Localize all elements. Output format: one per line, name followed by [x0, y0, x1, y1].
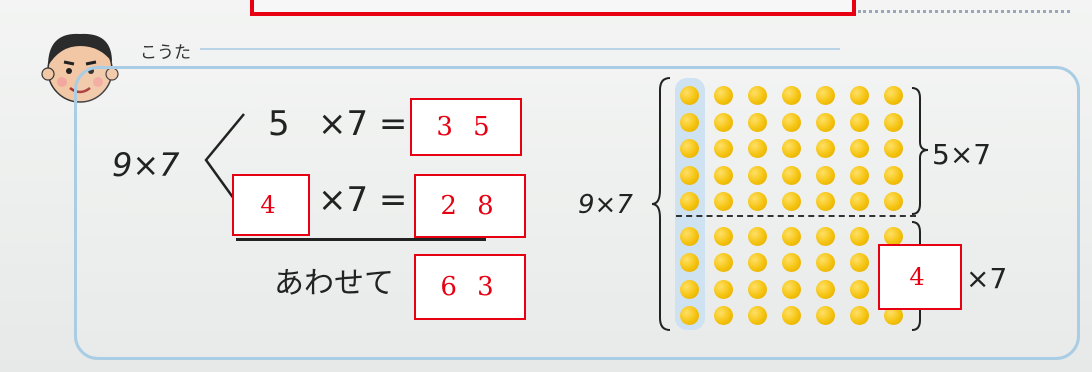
dot	[680, 226, 699, 246]
dot	[748, 226, 767, 246]
dot	[816, 253, 835, 272]
dot	[850, 192, 869, 211]
dot	[816, 139, 835, 158]
total-answer-box[interactable]: 6 3	[414, 254, 526, 320]
left-curly-brace-icon	[651, 77, 671, 331]
dot	[816, 306, 835, 325]
sum-underline	[236, 238, 486, 241]
dot	[884, 112, 903, 132]
dot	[884, 226, 903, 246]
dot	[714, 279, 733, 299]
dot	[884, 192, 903, 211]
dot	[748, 279, 767, 299]
dot	[748, 112, 767, 132]
dot	[782, 112, 801, 132]
dot	[816, 165, 835, 185]
dot	[748, 253, 767, 272]
dot	[782, 192, 801, 211]
diagram-whole-label: 9×7	[578, 190, 633, 220]
dot	[816, 112, 835, 132]
dot	[714, 253, 733, 272]
dot	[782, 279, 801, 299]
dot	[748, 192, 767, 211]
dot	[680, 165, 699, 185]
dot	[884, 139, 903, 158]
dot	[816, 226, 835, 246]
dot	[680, 139, 699, 158]
dot	[748, 86, 767, 105]
dot	[850, 226, 869, 246]
dot	[850, 279, 869, 299]
speaker-underline	[200, 48, 840, 50]
dot	[850, 306, 869, 325]
row2-multiplicand-box[interactable]: 4	[232, 174, 310, 236]
dot	[714, 226, 733, 246]
dot	[782, 165, 801, 185]
dot	[680, 86, 699, 105]
dot	[884, 86, 903, 105]
dot	[680, 279, 699, 299]
dot	[680, 306, 699, 325]
dot	[782, 86, 801, 105]
dot	[680, 112, 699, 132]
dot	[714, 306, 733, 325]
dot	[714, 86, 733, 105]
dot	[714, 192, 733, 211]
dot	[714, 139, 733, 158]
dot	[816, 279, 835, 299]
dot	[850, 139, 869, 158]
dot	[850, 253, 869, 272]
whole-expression: 9×7	[112, 146, 180, 184]
row2-times: ×7 =	[318, 180, 408, 220]
row1-multiplicand: 5	[268, 104, 290, 144]
dot	[680, 192, 699, 211]
dot	[884, 306, 903, 325]
dot	[680, 253, 699, 272]
dot	[714, 112, 733, 132]
dot	[748, 139, 767, 158]
upper-right-brace-icon	[911, 87, 929, 215]
dot	[816, 192, 835, 211]
top-red-box	[250, 0, 856, 16]
dot	[748, 306, 767, 325]
lower-label-rest: ×7	[966, 262, 1008, 295]
split-bracket-icon	[204, 113, 245, 211]
total-label: あわせて	[274, 266, 394, 301]
upper-label: 5×7	[932, 138, 992, 171]
dot	[782, 253, 801, 272]
dot	[884, 165, 903, 185]
dot	[748, 165, 767, 185]
dot	[850, 112, 869, 132]
dot	[782, 226, 801, 246]
speaker-name: こうた	[140, 43, 191, 63]
dot	[714, 165, 733, 185]
grid-divider-line	[676, 215, 916, 217]
dot	[850, 165, 869, 185]
lower-label-box[interactable]: 4	[878, 244, 962, 310]
dot	[816, 86, 835, 105]
row1-times: ×7 =	[318, 104, 408, 144]
dot	[850, 86, 869, 105]
row2-answer-box[interactable]: 2 8	[414, 174, 526, 238]
top-dotted-line	[858, 10, 1070, 13]
row1-answer-box[interactable]: 3 5	[410, 98, 522, 156]
dot	[782, 306, 801, 325]
dot	[782, 139, 801, 158]
